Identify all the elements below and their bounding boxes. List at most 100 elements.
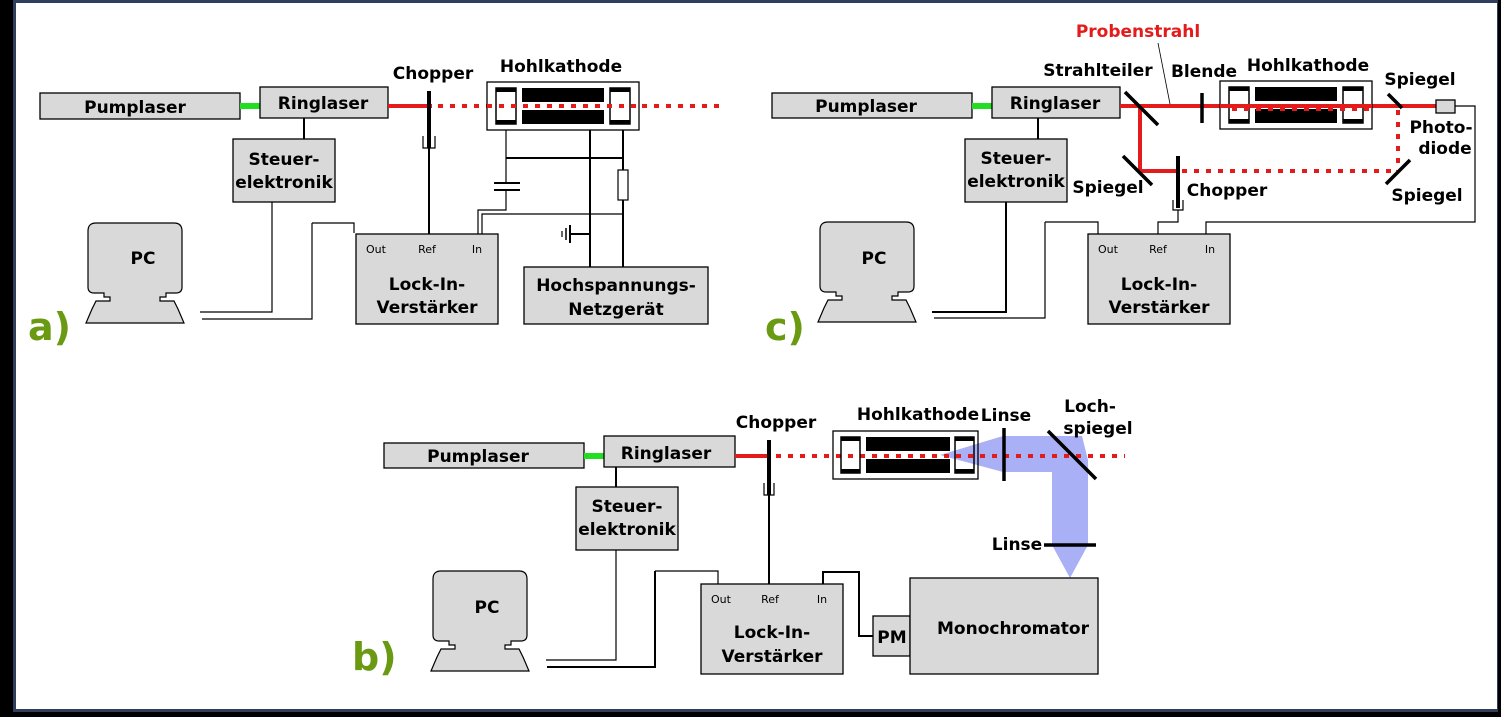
lockin-label-1: Lock-In- xyxy=(389,275,465,295)
lockin-out-label: Out xyxy=(366,243,387,256)
circuit-wire xyxy=(477,190,507,234)
panel-b: b) Pumplaser Ringlaser Chopper Hohlkatho… xyxy=(352,397,1133,679)
probenstrahl-label: Probenstrahl xyxy=(1076,22,1200,42)
pumplaser-box xyxy=(383,442,585,469)
spiegel-top-icon xyxy=(1386,92,1404,110)
pumplaser-box xyxy=(771,92,973,119)
spiegel-right-icon xyxy=(1384,158,1412,186)
strahlteiler-label: Strahlteiler xyxy=(1043,61,1153,81)
cathode-electrode xyxy=(841,469,860,473)
pc-label: PC xyxy=(475,598,500,618)
resistor-icon xyxy=(617,169,629,201)
panel-a: a) Pumplaser Ringlaser Chopper Hohlkatho… xyxy=(28,57,720,349)
pm-wire xyxy=(822,571,873,637)
spiegel-left-icon xyxy=(1121,154,1154,187)
panel-c-label: c) xyxy=(765,305,805,349)
hollow-cathode xyxy=(832,430,979,480)
chopper-label: Chopper xyxy=(736,413,817,433)
spiegel-left-label: Spiegel xyxy=(1072,178,1143,198)
hohlkathode-label: Hohlkathode xyxy=(1247,56,1369,76)
blende-label: Blende xyxy=(1171,62,1237,82)
hohlkathode-label: Hohlkathode xyxy=(500,57,622,77)
lockin-label-2: Verstärker xyxy=(721,647,823,667)
lockin-out-wire xyxy=(312,222,355,233)
photodiode-wire xyxy=(1205,105,1476,234)
lockin-ref-label: Ref xyxy=(761,593,780,606)
lockin-in-label: In xyxy=(817,593,827,606)
lochspiegel-icon xyxy=(1046,429,1098,481)
circuit-wire xyxy=(481,213,623,234)
pc-icon xyxy=(817,221,917,323)
ringlaser-label: Ringlaser xyxy=(1010,94,1101,114)
pc-lockin-wire xyxy=(202,223,313,320)
pc-lockin-wire xyxy=(547,571,656,668)
chopper-label: Chopper xyxy=(1187,181,1268,201)
lockin-box xyxy=(355,233,499,325)
lockin-ref-label: Ref xyxy=(418,243,437,256)
lockin-label-1: Lock-In- xyxy=(734,623,810,643)
cathode-electrode xyxy=(955,469,974,473)
panel-b-label: b) xyxy=(352,635,397,679)
chopper-ref-wire xyxy=(1157,210,1179,234)
pc-icon xyxy=(430,570,530,672)
strahlteiler-icon xyxy=(1123,90,1160,127)
lockin-out-label: Out xyxy=(711,593,732,606)
steuer-label-2: elektronik xyxy=(578,520,676,540)
panel-c: c) Probenstrahl Pumplaser Ringlaser Stra… xyxy=(765,22,1476,349)
hv-label-1: Hochspannungs- xyxy=(536,276,696,296)
pumplaser-label: Pumplaser xyxy=(84,98,186,118)
hohlkathode-label: Hohlkathode xyxy=(857,405,979,425)
cathode-electrode xyxy=(841,437,860,441)
steuerelektronik-box xyxy=(575,486,679,551)
cathode-body xyxy=(866,459,950,473)
spiegel-right-label: Spiegel xyxy=(1391,186,1462,206)
ringlaser-box xyxy=(603,435,736,468)
lockin-ref-label: Ref xyxy=(1149,243,1168,256)
photodiode-label-1: Photo- xyxy=(1409,118,1472,138)
lockin-out-wire xyxy=(655,570,719,584)
lockin-label-2: Verstärker xyxy=(1108,298,1210,318)
steuerelektronik-box xyxy=(964,138,1068,203)
photodiode-label-2: diode xyxy=(1418,139,1471,159)
cathode-body xyxy=(866,437,950,451)
pm-box xyxy=(872,615,911,657)
steuer-label-1: Steuer- xyxy=(592,497,663,517)
pc-icon xyxy=(85,222,185,324)
ringlaser-box xyxy=(259,86,389,119)
pump-beam-path xyxy=(1138,106,1178,173)
hv-label-2: Netzgerät xyxy=(568,300,663,320)
cathode-electrode xyxy=(955,437,974,441)
lockin-box xyxy=(700,583,844,675)
ringlaser-label: Ringlaser xyxy=(621,444,712,464)
steuer-label-2: elektronik xyxy=(967,172,1065,192)
pc-label: PC xyxy=(862,249,887,269)
ringlaser-box xyxy=(991,86,1121,119)
lockin-out-wire xyxy=(1045,221,1099,234)
pc-label: PC xyxy=(131,249,156,269)
fluorescence-beam xyxy=(940,436,1088,578)
pm-label: PM xyxy=(877,628,906,648)
lochspiegel-label-2: spiegel xyxy=(1063,419,1132,439)
steuer-label-1: Steuer- xyxy=(981,149,1052,169)
lockin-in-label: In xyxy=(472,243,482,256)
lockin-label-1: Lock-In- xyxy=(1121,275,1197,295)
pumplaser-box xyxy=(39,92,241,120)
pc-ctrl-wire xyxy=(546,550,617,661)
steuer-label-2: elektronik xyxy=(235,173,333,193)
lockin-out-label: Out xyxy=(1098,243,1119,256)
probenstrahl-pointer xyxy=(1157,42,1171,105)
lochspiegel-label-1: Loch- xyxy=(1064,397,1116,417)
panel-a-label: a) xyxy=(28,305,71,349)
steuer-label-1: Steuer- xyxy=(249,150,320,170)
lockin-label-2: Verstärker xyxy=(376,298,478,318)
pc-lockin-wire xyxy=(934,222,1046,319)
monochromator-box xyxy=(909,577,1099,675)
pc-ctrl-wire xyxy=(200,202,273,313)
linse2-label: Linse xyxy=(992,535,1042,555)
monochromator-label: Monochromator xyxy=(937,619,1090,639)
lockin-box xyxy=(1087,233,1231,325)
steuerelektronik-box xyxy=(232,138,336,203)
photodiode-icon xyxy=(1435,99,1456,114)
chopper-label: Chopper xyxy=(393,64,474,84)
